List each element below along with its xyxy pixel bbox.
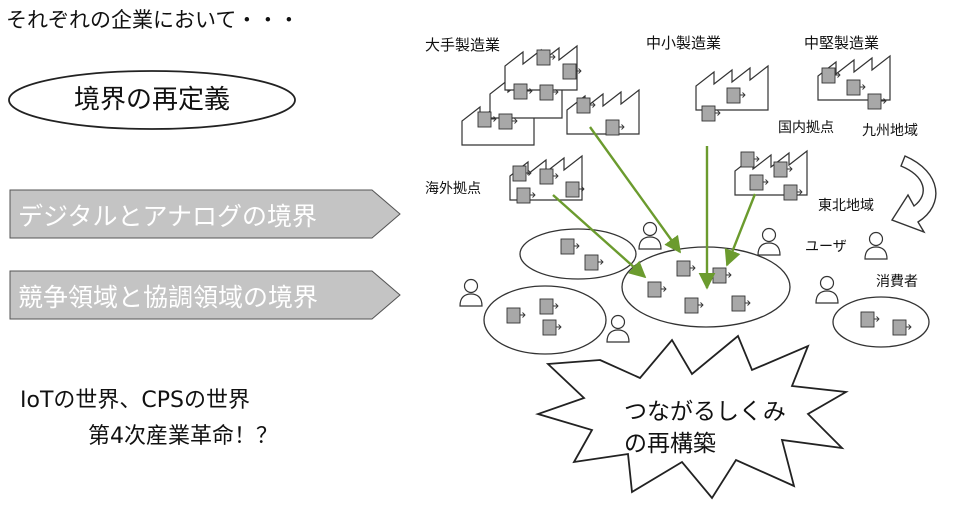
footer-line-2: 第4次産業革命！？ — [88, 424, 278, 449]
footer-line-1: IoTの世界、CPSの世界 — [20, 388, 250, 413]
label-user: ユーザ — [805, 239, 847, 255]
banner-label-competition-cooperation: 競争領域と協調領域の境界 — [18, 283, 319, 312]
label-large-manufacturer: 大手製造業 — [425, 36, 501, 54]
label-tohoku: 東北地域 — [818, 198, 874, 214]
label-kyushu: 九州地域 — [862, 123, 918, 139]
label-sme-manufacturer: 中小製造業 — [646, 34, 722, 52]
banner-label-digital-analog: デジタルとアナログの境界 — [18, 202, 318, 231]
node-icon — [740, 151, 760, 168]
curved-arrow-shape — [890, 155, 937, 234]
reconstruction-burst — [535, 334, 849, 500]
label-overseas-base: 海外拠点 — [425, 181, 481, 197]
node-icon — [562, 63, 582, 80]
label-mid-manufacturer: 中堅製造業 — [804, 34, 880, 52]
person-icon — [864, 231, 888, 260]
person-icon — [459, 278, 483, 307]
small-cluster-top-left — [519, 228, 637, 280]
page-header: それぞれの企業において・・・ — [6, 8, 300, 32]
redefine-boundary-label: 境界の再定義 — [73, 85, 230, 115]
banner-shape-competition-cooperation — [9, 270, 401, 320]
label-domestic-base: 国内拠点 — [778, 120, 834, 136]
flow-arrow — [724, 193, 757, 267]
redefine-boundary-oval — [8, 70, 296, 130]
flow-arrow — [589, 126, 681, 254]
flow-arrow — [552, 194, 647, 279]
person-icon — [757, 227, 781, 256]
burst-text-line-2: の再構築 — [624, 431, 716, 457]
person-icon — [606, 314, 630, 343]
person-icon — [815, 275, 839, 304]
banner-shape-digital-analog — [9, 189, 401, 239]
label-consumer: 消費者 — [876, 274, 918, 290]
burst-text-line-1: つながるしくみ — [624, 399, 786, 425]
person-icon — [638, 221, 662, 250]
consumer-cluster — [832, 296, 930, 348]
